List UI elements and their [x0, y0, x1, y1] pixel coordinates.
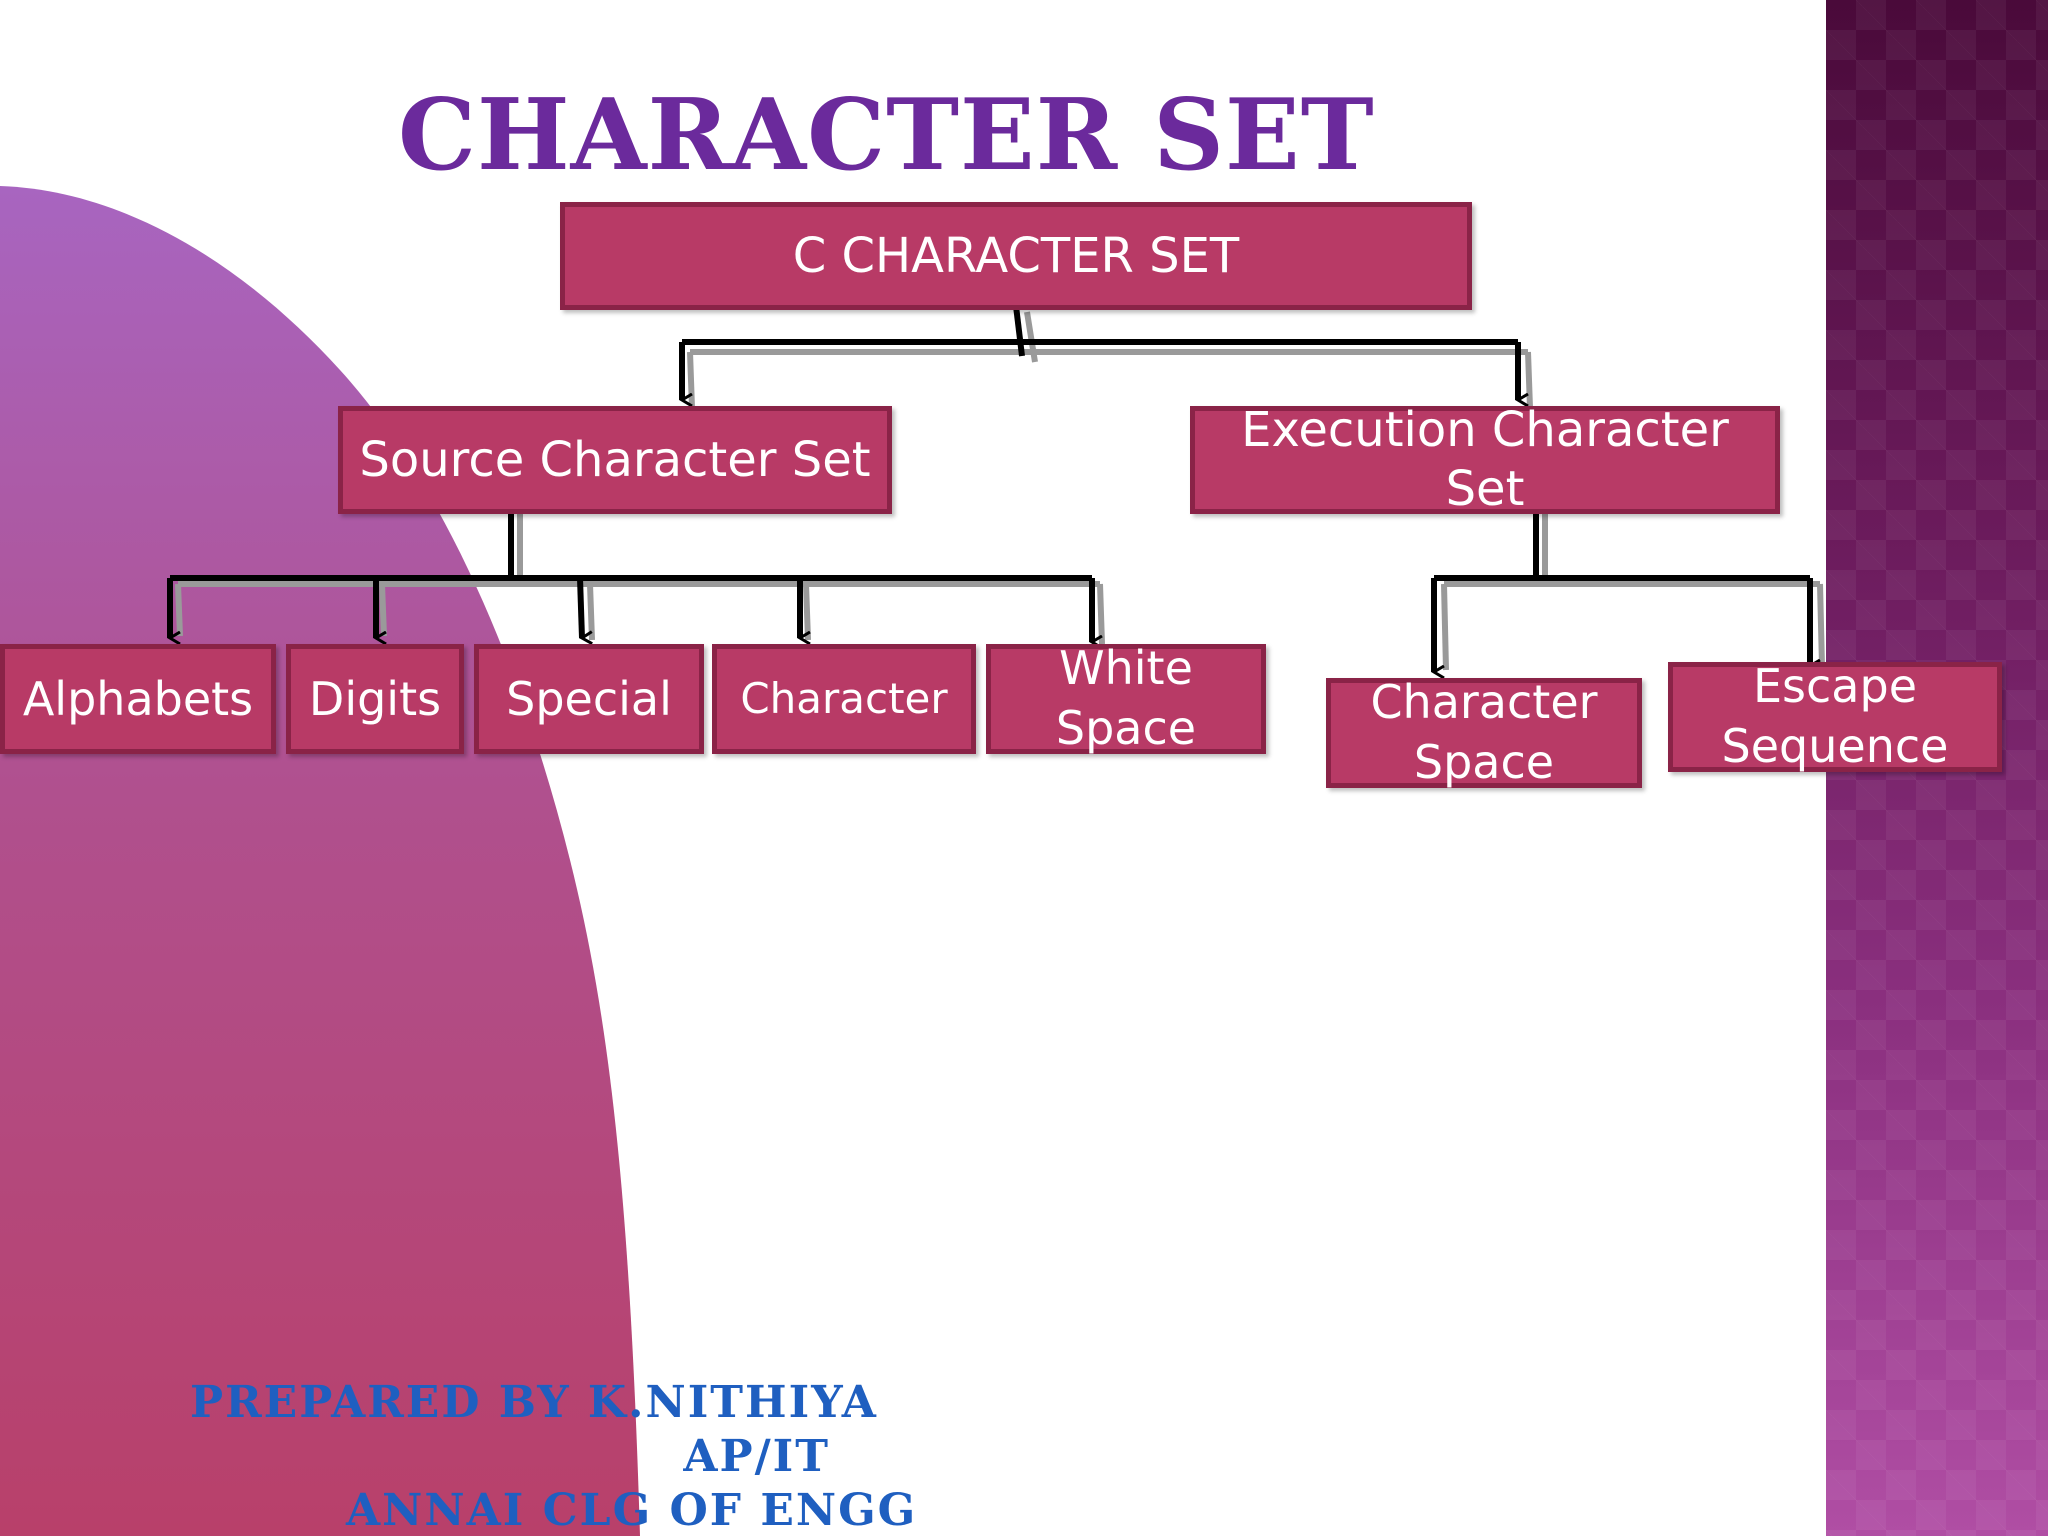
credit-line-prepared-by: PREPARED BY K.NITHIYA — [190, 1377, 878, 1428]
source-node-label: Source Character Set — [359, 431, 871, 488]
connector-shadows — [175, 311, 1825, 671]
character-label: Character — [740, 674, 948, 724]
root-connector — [1013, 305, 1025, 357]
arrow-to-special — [577, 577, 582, 638]
execution-character-set-node: Execution Character Set — [1190, 402, 1780, 517]
root-node-label: C CHARACTER SET — [792, 227, 1240, 284]
decorative-side-band — [1826, 0, 2048, 1536]
escape-sequence-label: Escape Sequence — [1721, 659, 1949, 773]
credit-line-designation: AP/IT — [683, 1431, 830, 1482]
character-space-label: Character Space — [1370, 675, 1598, 789]
source-character-set-node: Source Character Set — [338, 406, 892, 514]
character-space-node: Character Space — [1326, 675, 1642, 789]
special-node: Special — [474, 644, 704, 754]
connector-lines — [167, 305, 1810, 672]
alphabets-label: Alphabets — [22, 671, 254, 726]
escape-sequence-node: Escape Sequence — [1668, 659, 2002, 773]
slide-title: CHARACTER SET — [398, 78, 1375, 193]
special-label: Special — [506, 671, 672, 726]
white-space-label: White Space — [1055, 641, 1197, 755]
digits-node: Digits — [286, 644, 464, 754]
alphabets-node: Alphabets — [0, 644, 276, 754]
character-node: Character — [712, 644, 976, 754]
execution-node-label: Execution Character Set — [1241, 402, 1729, 517]
credit-line-college: ANNAI CLG OF ENGG — [346, 1485, 918, 1536]
author-credit: PREPARED BY K.NITHIYA AP/IT ANNAI CLG OF… — [190, 1376, 918, 1536]
decorative-curve — [0, 186, 640, 1536]
digits-label: Digits — [308, 671, 442, 726]
white-space-node: White Space — [986, 641, 1266, 755]
root-node: C CHARACTER SET — [560, 202, 1472, 310]
